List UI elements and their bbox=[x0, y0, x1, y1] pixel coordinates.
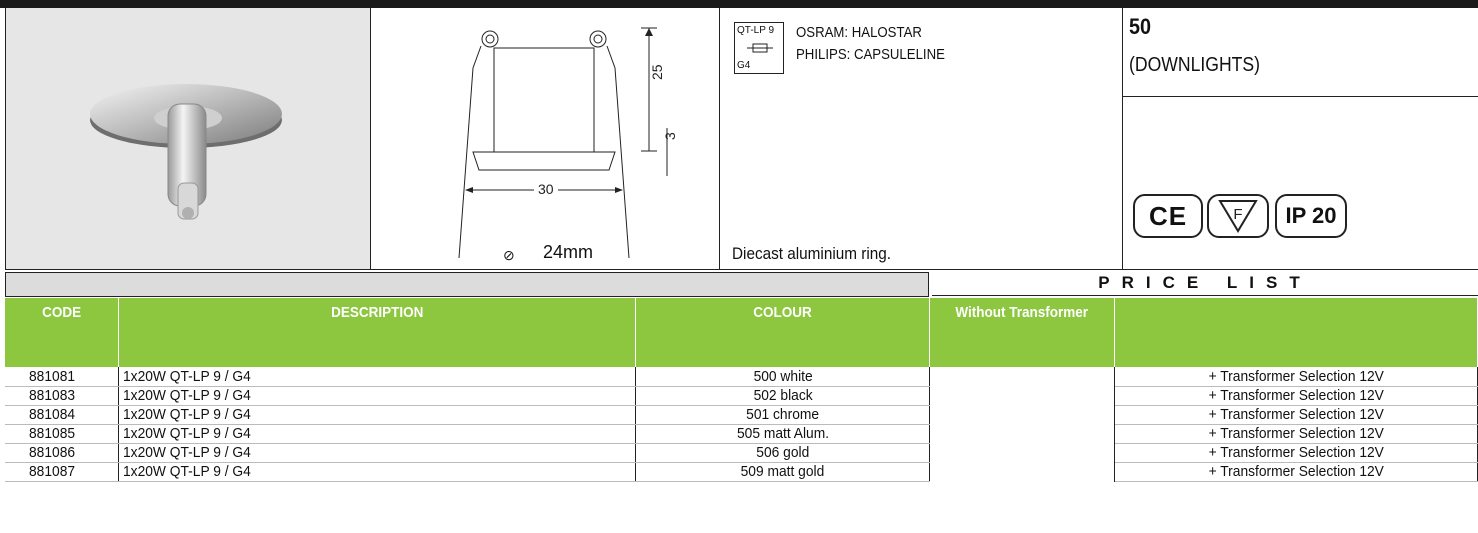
cell-description: 1x20W QT-LP 9 / G4 bbox=[118, 424, 637, 444]
ip-rating-badge: IP 20 bbox=[1275, 194, 1347, 238]
cell-description: 1x20W QT-LP 9 / G4 bbox=[118, 367, 637, 387]
lamp-socket: G4 bbox=[737, 60, 751, 71]
ring-height-dimension-label: 3 bbox=[662, 132, 678, 140]
product-photo bbox=[5, 8, 371, 270]
cell-colour: 501 chrome bbox=[635, 405, 931, 425]
cell-with-transformer: + Transformer Selection 12V bbox=[1114, 405, 1478, 425]
cell-code: 881083 bbox=[5, 386, 120, 406]
cell-without-transformer bbox=[929, 443, 1116, 462]
cell-code: 881084 bbox=[5, 405, 120, 425]
brand-philips: PHILIPS: CAPSULELINE bbox=[796, 46, 945, 63]
cell-description: 1x20W QT-LP 9 / G4 bbox=[118, 462, 637, 482]
cell-colour: 500 white bbox=[635, 367, 931, 387]
cutout-diameter-label: 24mm bbox=[543, 242, 594, 262]
cell-with-transformer: + Transformer Selection 12V bbox=[1114, 367, 1478, 387]
cell-description: 1x20W QT-LP 9 / G4 bbox=[118, 386, 637, 406]
cell-with-transformer: + Transformer Selection 12V bbox=[1114, 462, 1478, 482]
cell-without-transformer bbox=[929, 367, 1116, 386]
technical-drawing bbox=[458, 27, 668, 259]
cell-code: 881087 bbox=[5, 462, 120, 482]
header-without-transformer: Without Transformer bbox=[929, 298, 1116, 367]
cell-without-transformer bbox=[929, 462, 1116, 481]
table-header-row: CODE DESCRIPTION COLOUR Without Transfor… bbox=[5, 298, 1478, 367]
ce-mark-icon: CE bbox=[1133, 194, 1203, 238]
cell-code: 881086 bbox=[5, 443, 120, 463]
product-description: Diecast aluminium ring. bbox=[732, 244, 892, 263]
lamp-info: QT-LP 9 G4 OSRAM: HALOSTAR PHILIPS: CAPS… bbox=[720, 8, 1123, 270]
capsule-lamp-icon bbox=[747, 43, 773, 53]
product-table: CODE DESCRIPTION COLOUR Without Transfor… bbox=[5, 298, 1478, 482]
cutout-diameter-icon: ⊘ bbox=[503, 247, 515, 263]
cell-colour: 505 matt Alum. bbox=[635, 424, 931, 444]
cell-colour: 506 gold bbox=[635, 443, 931, 463]
width-dimension-label: 30 bbox=[534, 181, 558, 197]
cell-colour: 509 matt gold bbox=[635, 462, 931, 482]
header-code: CODE bbox=[5, 298, 120, 367]
family-divider bbox=[1123, 96, 1478, 97]
gray-separator-bar bbox=[5, 272, 929, 297]
cell-with-transformer: + Transformer Selection 12V bbox=[1114, 443, 1478, 463]
downlight-photo-image bbox=[90, 84, 282, 220]
cell-code: 881085 bbox=[5, 424, 120, 444]
f-mark-icon: F bbox=[1207, 194, 1269, 238]
cell-without-transformer bbox=[929, 386, 1116, 405]
dimension-drawing: 25 3 30 ⊘ 24mm bbox=[371, 8, 720, 270]
svg-text:F: F bbox=[1233, 206, 1242, 223]
lamp-type-code: QT-LP 9 bbox=[737, 25, 775, 36]
cell-colour: 502 black bbox=[635, 386, 931, 406]
cell-with-transformer: + Transformer Selection 12V bbox=[1114, 424, 1478, 444]
cell-without-transformer bbox=[929, 405, 1116, 424]
price-list-heading: PRICE LIST bbox=[932, 271, 1478, 296]
height-dimension-label: 25 bbox=[649, 64, 665, 80]
lamp-type-box: QT-LP 9 G4 bbox=[734, 22, 784, 74]
header-with-transformer bbox=[1114, 298, 1478, 367]
cell-description: 1x20W QT-LP 9 / G4 bbox=[118, 443, 637, 463]
brand-osram: OSRAM: HALOSTAR bbox=[796, 24, 922, 41]
cell-with-transformer: + Transformer Selection 12V bbox=[1114, 386, 1478, 406]
cell-code: 881081 bbox=[5, 367, 120, 387]
family-number: 50 bbox=[1129, 14, 1152, 39]
family-name: (DOWNLIGHTS) bbox=[1129, 54, 1261, 76]
header-description: DESCRIPTION bbox=[118, 298, 637, 367]
product-family: 50 (DOWNLIGHTS) CE F IP 20 bbox=[1123, 8, 1478, 270]
top-border bbox=[0, 0, 1478, 8]
cell-without-transformer bbox=[929, 424, 1116, 443]
cell-description: 1x20W QT-LP 9 / G4 bbox=[118, 405, 637, 425]
header-colour: COLOUR bbox=[635, 298, 931, 367]
